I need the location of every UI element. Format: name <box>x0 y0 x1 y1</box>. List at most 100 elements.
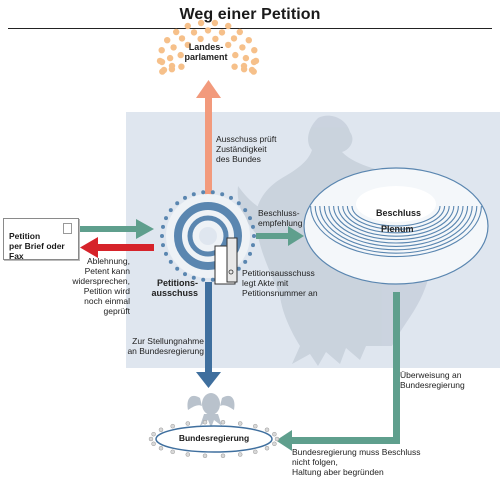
landesparlament-seat <box>158 47 165 54</box>
plenum-row <box>333 205 459 241</box>
plenum-center <box>356 186 436 222</box>
landesparlament-seat <box>204 27 212 34</box>
bundesregierung-label: Bundesregierung <box>178 433 250 443</box>
plenum-beschluss-label: Beschluss <box>376 208 422 218</box>
arrow-to-landesparlament <box>196 80 221 196</box>
ausschuss-seat <box>248 251 252 256</box>
regierung-seat <box>264 445 270 451</box>
beschlussempfehlung-label: Beschluss- empfehlung <box>258 208 303 228</box>
landesparlament-seat <box>164 37 171 44</box>
landesparlament-seat <box>240 62 248 70</box>
ausschuss-seat <box>191 275 196 280</box>
ausschuss-seat <box>236 266 241 271</box>
ausschuss-seat <box>168 259 173 264</box>
ausschuss-seat <box>161 224 165 229</box>
ausschuss-seat <box>201 190 206 195</box>
regierung-seat <box>158 427 164 433</box>
landesparlament-seats <box>156 19 260 75</box>
ausschuss-seat <box>175 201 180 206</box>
landesparlament-seat <box>177 51 184 59</box>
landesparlament-seat <box>225 22 232 30</box>
regierung-seat <box>170 449 175 455</box>
ausschuss-seat <box>210 277 215 282</box>
ausschuss-seat <box>220 192 225 197</box>
landesparlament-seat <box>211 19 219 27</box>
landesparlament-seat <box>168 62 176 70</box>
regierung-seat <box>220 453 226 459</box>
bundesregierung-table <box>148 419 280 459</box>
regierung-seat <box>264 427 270 433</box>
ausschuss-seat <box>191 192 196 197</box>
beschluss-folgen-label: Bundesregierung muss Beschluss nicht fol… <box>292 447 421 477</box>
ausschuss-seat <box>236 201 241 206</box>
ausschuss-seat <box>161 243 165 248</box>
landesparlament-seat <box>173 28 180 36</box>
regierung-seat <box>202 453 208 459</box>
plenum-hemicycle <box>303 167 489 285</box>
plenum-row <box>346 205 446 230</box>
envelope-stamp-icon <box>63 223 72 234</box>
plenum-row <box>328 205 464 244</box>
petition-box-label: Petition per Brief oder Fax <box>9 231 65 261</box>
zustaendigkeit-label: Ausschuss prüft Zuständigkeit des Bundes <box>216 134 277 164</box>
ausschuss-seat <box>168 208 173 213</box>
landesparlament-seat <box>184 41 191 49</box>
regierung-seat <box>151 431 156 437</box>
title-rule <box>8 28 492 29</box>
arrow-beschlussempfehlung <box>256 226 304 246</box>
landesparlament-seat <box>236 28 243 36</box>
ausschuss-seat <box>252 234 256 238</box>
plenum-row <box>337 205 455 237</box>
regierung-seat <box>272 431 277 437</box>
regierung-seat <box>274 436 280 442</box>
akte-label: Petitionsausschuss legt Akte mit Petitio… <box>242 268 318 298</box>
landesparlament-seat <box>251 47 258 54</box>
regierung-seat <box>220 419 226 425</box>
landesparlament-seat <box>178 35 186 42</box>
petitionsausschuss-label: Petitions- ausschuss <box>151 278 198 298</box>
regierung-seat <box>185 452 191 457</box>
regierung-seat <box>151 441 156 447</box>
federal-eagle-icon <box>187 393 235 428</box>
landesparlament-label: Landes- parlament <box>184 42 228 62</box>
regierung-seat <box>253 449 258 455</box>
ausschuss-seat <box>243 259 248 264</box>
regierung-seat <box>237 421 243 426</box>
landesparlament-seat <box>190 29 198 36</box>
landesparlament-seat <box>212 35 219 43</box>
plenum-label: Plenum <box>381 224 414 234</box>
regierung-seat <box>158 445 164 451</box>
ausschuss-seat <box>175 266 180 271</box>
petition-letter-box: Petition per Brief oder Fax <box>3 218 79 261</box>
arrow-ablehnung <box>80 237 154 258</box>
ausschuss-seat <box>160 234 164 238</box>
regierung-seat <box>148 436 154 442</box>
landesparlament-seat <box>245 37 252 44</box>
folder-icon <box>214 237 238 285</box>
ausschuss-seat <box>251 243 255 248</box>
landesparlament-seat <box>250 58 258 66</box>
regierung-seat <box>202 419 208 425</box>
plenum-row <box>314 205 478 254</box>
regierung-seat <box>272 441 277 447</box>
ueberweisung-label: Überweisung an Bundesregierung <box>400 370 465 390</box>
regierung-seat <box>170 423 175 429</box>
ausschuss-seat <box>183 195 187 200</box>
ausschuss-seat <box>251 224 255 229</box>
plenum-row <box>342 205 450 234</box>
landesparlament-seat <box>218 29 226 36</box>
plenum-row <box>310 205 482 258</box>
arrow-ueberweisung <box>276 292 400 451</box>
ausschuss-seat <box>210 190 215 195</box>
landesparlament-seat <box>242 54 250 62</box>
ausschuss-seat <box>164 251 168 256</box>
stellungnahme-label: Zur Stellungnahme an Bundesregierung <box>127 336 204 356</box>
landesparlament-seat <box>230 35 238 42</box>
plenum-row <box>351 205 441 227</box>
landesparlament-seat <box>178 63 185 70</box>
landesparlament-seat <box>184 22 191 30</box>
ausschuss-seat <box>229 195 233 200</box>
landesparlament-seat <box>166 54 174 62</box>
landesparlament-seat <box>225 41 232 49</box>
